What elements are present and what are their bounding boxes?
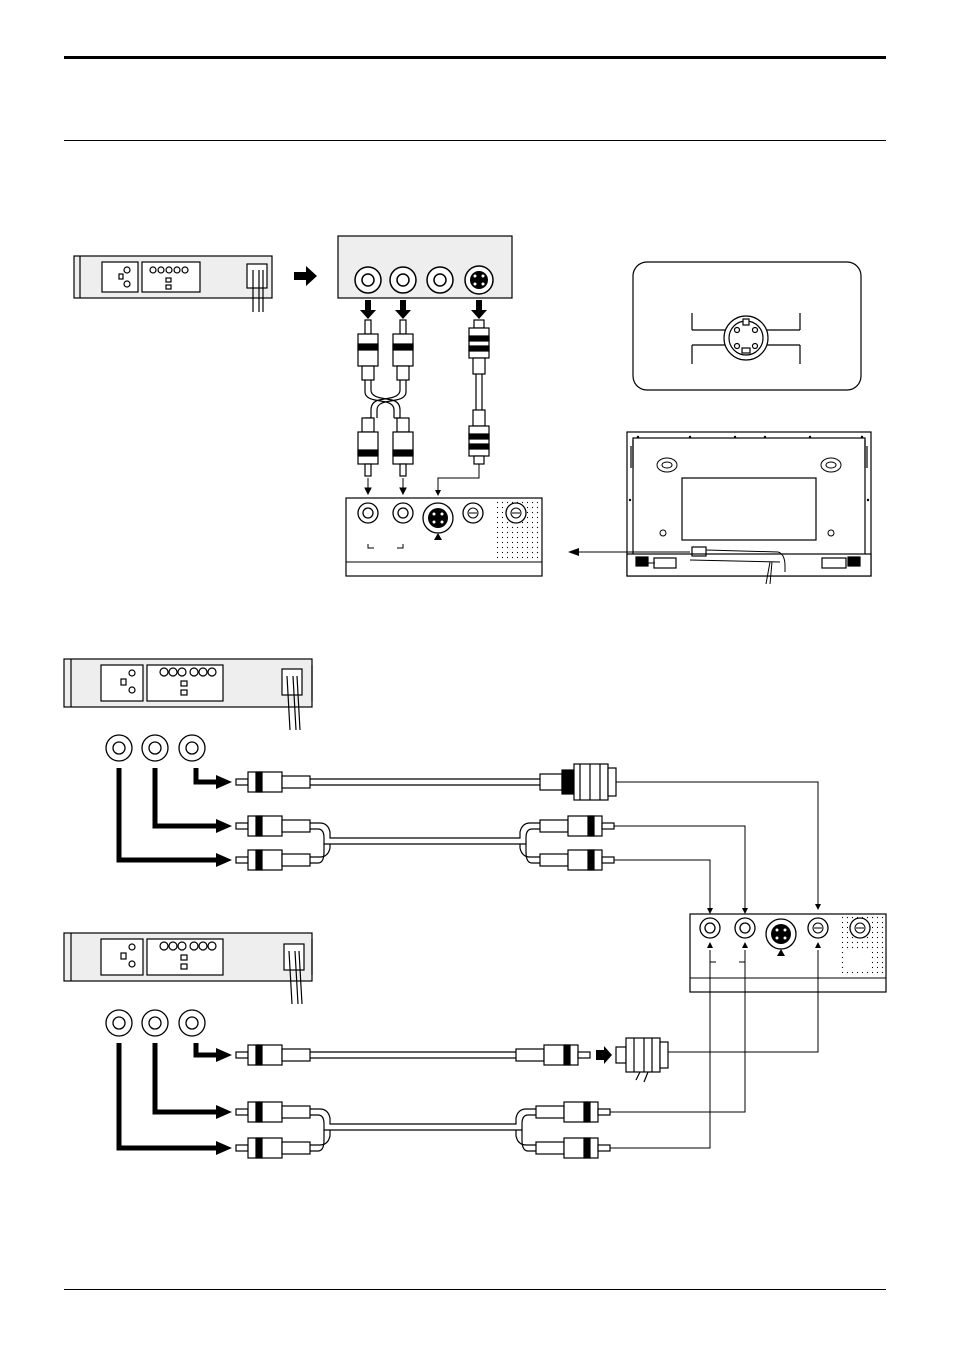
footer-rule — [64, 1289, 886, 1290]
top-rule — [64, 56, 886, 59]
thick-arrows-middle — [119, 768, 218, 860]
rca-audio-cable-pair — [236, 816, 745, 910]
header-rule — [64, 140, 886, 141]
arrowheads-bottom — [216, 1048, 232, 1155]
display-rear-view — [627, 432, 871, 584]
s-video-cable — [438, 320, 489, 492]
vcr-middle-output-jacks — [106, 735, 205, 761]
vcr-middle — [64, 659, 312, 730]
thick-arrows-bottom — [119, 1043, 218, 1148]
rca-audio-cable-pair-bottom — [236, 1102, 745, 1158]
bnc-arrow-icon — [815, 904, 821, 910]
vcr-top — [74, 256, 272, 312]
vcr-bottom — [64, 933, 312, 1004]
s-video-plug-pin-detail — [633, 262, 861, 390]
adapter-arrow-icon — [596, 1046, 612, 1064]
s-video-arrow-icon — [435, 490, 441, 496]
arrowheads-middle — [216, 775, 232, 867]
display-input-terminal-block-right — [690, 914, 886, 992]
small-down-arrows — [365, 478, 406, 494]
arrow-right-icon — [294, 266, 317, 286]
rca-video-cable-bottom — [236, 1045, 590, 1065]
vcr-bottom-output-jacks — [106, 1010, 205, 1036]
vcr-rca-output-panel — [338, 236, 512, 298]
audio-arrow-icons — [707, 908, 748, 914]
rca-cable-pair — [358, 320, 413, 476]
bnc-adapter — [616, 1038, 818, 1082]
down-arrows — [360, 300, 487, 319]
display-input-terminal-block-top — [346, 498, 542, 576]
